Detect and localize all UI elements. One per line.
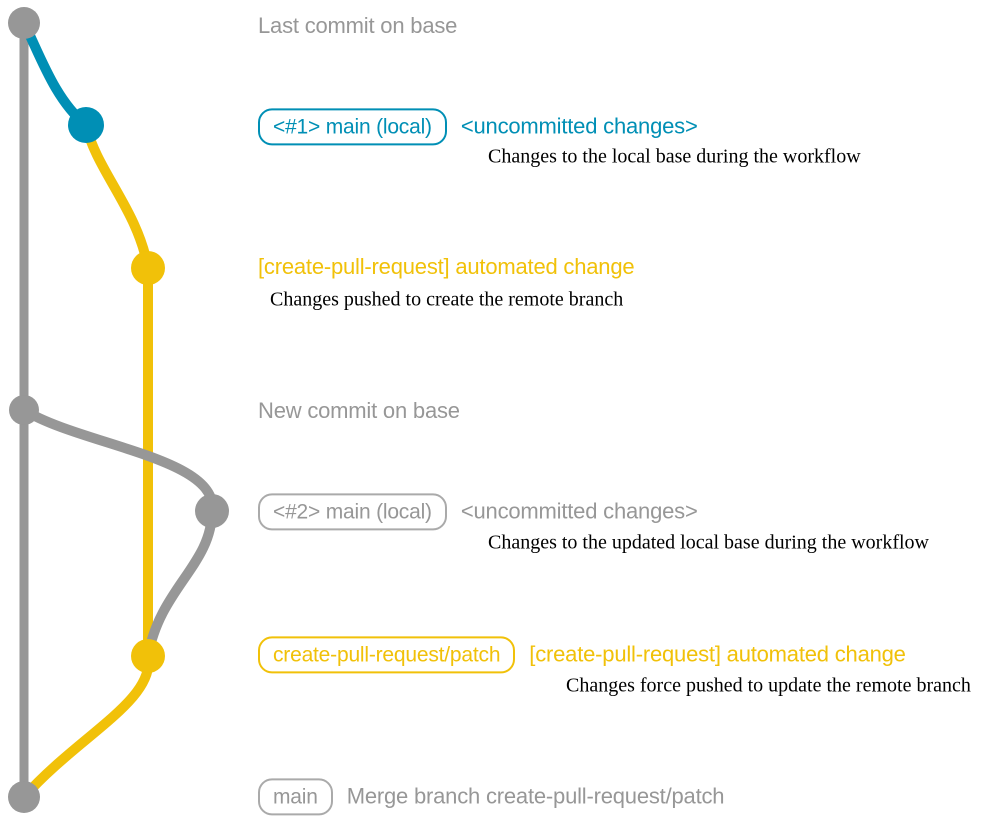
commit-dot-last-base (8, 7, 40, 39)
branch-badge-create-pull-request-patch: create-pull-request/patch (258, 636, 516, 674)
branch-badge-main: main (258, 778, 333, 816)
commit-dot-merge (8, 781, 40, 813)
row-local-main-1: <#1> main (local) <uncommitted changes> (258, 108, 698, 146)
updated-local-branch-curve (19, 405, 218, 661)
commit-dot-remote-push-1 (131, 251, 165, 285)
remote-branch-line (81, 120, 153, 661)
desc-updated-local-base-changes: Changes to the updated local base during… (488, 531, 929, 554)
uncommitted-changes-label-1: <uncommitted changes> (460, 113, 698, 139)
desc-local-base-changes: Changes to the local base during the wor… (488, 145, 861, 168)
row-automated-change-2: create-pull-request/patch [create-pull-r… (258, 636, 906, 674)
git-graph (8, 7, 229, 813)
merge-branch-label: Merge branch create-pull-request/patch (346, 783, 725, 809)
desc-push-create-remote: Changes pushed to create the remote bran… (270, 288, 624, 311)
row-merge-commit: main Merge branch create-pull-request/pa… (258, 778, 725, 816)
merge-branch-curve (19, 651, 154, 802)
branch-badge-main-local-2: <#2> main (local) (258, 493, 447, 531)
label-last-commit-on-base: Last commit on base (258, 13, 457, 39)
automated-change-label-2: [create-pull-request] automated change (529, 641, 906, 667)
commit-dot-remote-push-2 (131, 639, 165, 673)
desc-force-push-update-remote: Changes force pushed to update the remot… (566, 674, 971, 697)
automated-change-label-1: [create-pull-request] automated change (258, 253, 635, 279)
branch-badge-main-local-1: <#1> main (local) (258, 108, 447, 146)
row-local-main-2: <#2> main (local) <uncommitted changes> (258, 493, 698, 531)
row-automated-change-1: [create-pull-request] automated change (258, 253, 635, 280)
last-commit-label: Last commit on base (258, 12, 458, 38)
commit-dot-local-main-2 (195, 494, 229, 528)
commit-dot-new-base (9, 395, 39, 425)
commit-dot-local-main-1 (68, 107, 104, 143)
label-new-commit-on-base: New commit on base (258, 398, 460, 424)
new-commit-label: New commit on base (258, 397, 460, 423)
uncommitted-changes-label-2: <uncommitted changes> (460, 498, 698, 524)
